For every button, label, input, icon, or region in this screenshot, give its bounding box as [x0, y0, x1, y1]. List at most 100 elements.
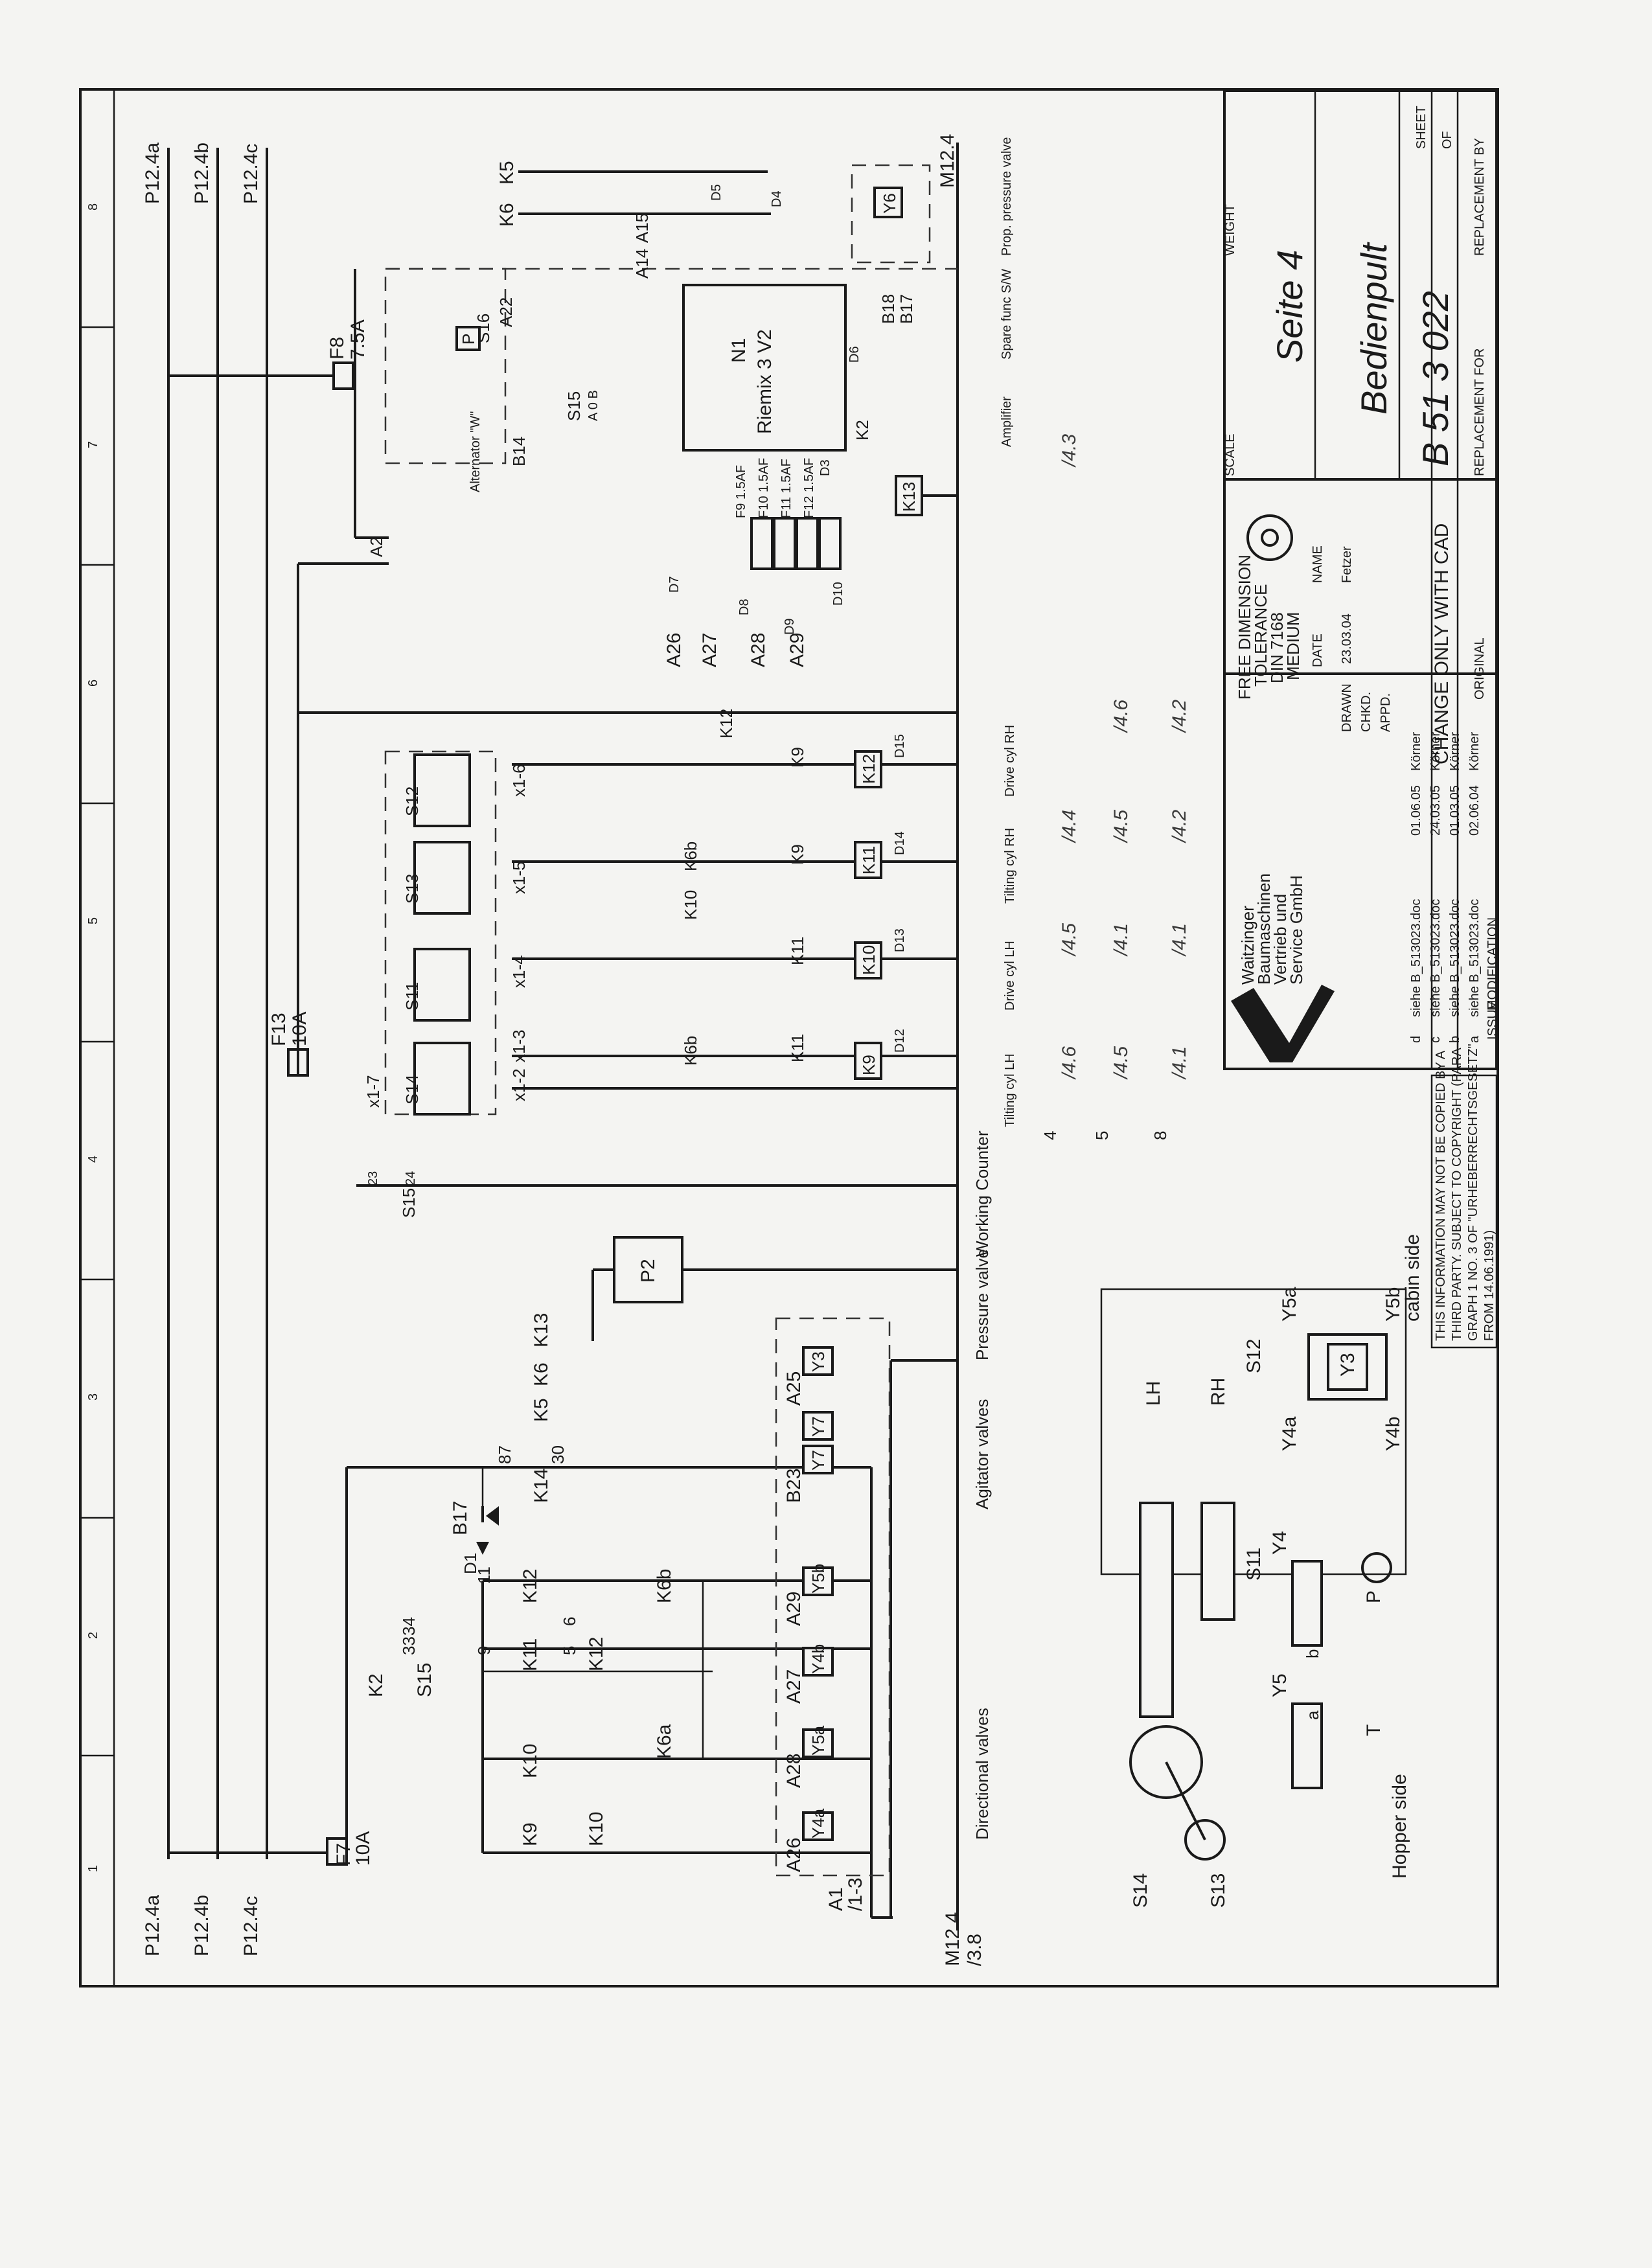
- out-d9: D9: [783, 618, 797, 635]
- wire-a1-ref: /1-3: [845, 1877, 866, 1911]
- table-ref-3-3: /4.2: [1169, 810, 1190, 843]
- contact-k6b: K6b: [654, 1569, 675, 1603]
- caption-prop: Prop. pressure valve: [1000, 137, 1014, 256]
- contact-k12b: K12: [520, 1569, 541, 1603]
- fuse-f7: F7: [333, 1843, 354, 1866]
- rev-b-date: 01.03.05: [1448, 785, 1462, 836]
- io-b14: B14: [509, 437, 529, 466]
- contact-k6b-b: K6b: [681, 1036, 700, 1066]
- table-header-1: Tilting cyl LH: [1003, 1053, 1017, 1127]
- rev-b-mod: siehe B_513023.doc: [1448, 899, 1462, 1017]
- module-name: Riemix 3 V2: [754, 329, 775, 434]
- table-row-2-a: 5: [1092, 1131, 1112, 1140]
- tb-replacement-for: REPLACEMENT FOR: [1473, 349, 1487, 476]
- pin-24: 24: [404, 1171, 418, 1186]
- counter-p2-label: P2: [637, 1259, 659, 1283]
- copyright-4: FROM 14.06.1991): [1482, 1230, 1497, 1341]
- io-d6: D6: [847, 346, 862, 363]
- contact-k6: K6: [531, 1362, 552, 1386]
- hyd-y3: Y3: [1337, 1353, 1359, 1377]
- return-rail-label-top: M12.4: [937, 134, 958, 188]
- valve-y5b: Y5b: [809, 1564, 828, 1594]
- group-directional: Directional valves: [972, 1708, 992, 1840]
- contact-k10-c: K10: [681, 890, 700, 920]
- hyd-p: P: [1363, 1590, 1384, 1603]
- table-header-3: Tilting cyl RH: [1003, 828, 1017, 904]
- pin-5: 5: [560, 1646, 579, 1655]
- contact-k12: K12: [586, 1637, 607, 1671]
- contact-k11-b: K11: [788, 1034, 807, 1062]
- cylinder-lh: LH: [1143, 1381, 1164, 1406]
- col-8: 8: [86, 203, 100, 211]
- power-rails: P12.4a P12.4b P12.4c P12.4a P12.4b P12.4…: [142, 134, 985, 1966]
- module-n1: [682, 284, 847, 452]
- projection-symbol-icon: [1246, 514, 1293, 561]
- io-s15: S15: [564, 391, 584, 421]
- hyd-y4b: Y4b: [1382, 1417, 1404, 1451]
- contact-k2: K2: [365, 1673, 387, 1697]
- wire-x1-5: x1-5: [509, 861, 529, 894]
- tb-of: OF: [1440, 131, 1454, 149]
- io-y6: Y6: [880, 193, 899, 214]
- tb-company-3: Vertrieb und: [1270, 894, 1290, 985]
- rev-d-name: Körner: [1409, 732, 1423, 771]
- rail-label-c-top: P12.4c: [240, 144, 262, 204]
- diode-d14: D14: [893, 831, 907, 855]
- contact-k12-c: K12: [717, 709, 736, 739]
- tb-tolerance-3: DIN 7168: [1267, 612, 1287, 683]
- tb-appd: APPD.: [1379, 693, 1393, 732]
- col-6: 6: [86, 680, 100, 687]
- tb-drawn-name: Fetzer: [1340, 546, 1354, 583]
- valve-y5a: Y5a: [809, 1725, 828, 1756]
- hyd-s12: S12: [1243, 1339, 1265, 1373]
- copyright-1: THIS INFORMATION MAY NOT BE COPIED BY A: [1434, 1050, 1448, 1341]
- col-5: 5: [86, 917, 100, 924]
- out-d8: D8: [737, 599, 751, 615]
- tb-drawing-no: B 51 3 022: [1415, 291, 1456, 466]
- caption-spare: Spare func S/W: [1000, 269, 1014, 360]
- io-p: P: [459, 334, 478, 345]
- rev-c-name: Körner: [1428, 732, 1443, 771]
- contact-table: Tilting cyl LH Drive cyl LH Tilting cyl …: [1003, 434, 1190, 1140]
- tb-issue-hdr: ISSUE: [1486, 1001, 1500, 1040]
- out-a27: A27: [699, 633, 720, 667]
- relay-k12: K12: [859, 754, 878, 784]
- io-d4: D4: [770, 190, 784, 207]
- wire-x1-2: x1-2: [509, 1068, 529, 1101]
- table-ref-3-2: /4.1: [1169, 923, 1190, 957]
- group-pressure: Pressure valve: [972, 1249, 992, 1360]
- fuse-f13-rating: 10A: [289, 1012, 310, 1046]
- table-ref-2-1: /4.5: [1110, 1046, 1132, 1080]
- hyd-y5b: Y5b: [1382, 1287, 1404, 1322]
- io-a22: A22: [496, 297, 516, 327]
- tb-date-hdr: DATE: [1311, 634, 1325, 667]
- io-a15: A15: [632, 213, 652, 243]
- fuse-f8: F8: [327, 337, 348, 360]
- tb-company-2: Baumaschinen: [1254, 873, 1274, 985]
- out-d10: D10: [831, 582, 845, 606]
- module-fuses: F9 1.5AF F10 1.5AF F11 1.5AF F12 1.5AF: [734, 458, 842, 570]
- contact-k5: K5: [531, 1398, 552, 1422]
- io-d3: D3: [818, 459, 832, 476]
- table-ref-2-4: /4.6: [1110, 700, 1132, 733]
- pin-30: 30: [548, 1445, 568, 1464]
- hyd-y5a: Y5a: [1279, 1287, 1300, 1322]
- copyright-2: THIRD PARTY. SUBJECT TO COPYRIGHT (PARA-: [1450, 1044, 1464, 1341]
- table-ref-1-2: /4.5: [1059, 923, 1080, 957]
- diode-d1: D1: [461, 1553, 480, 1574]
- hyd-cabin-side: cabin side: [1402, 1234, 1423, 1322]
- io-k2: K2: [853, 420, 872, 441]
- col-3: 3: [86, 1393, 100, 1401]
- rail-label-b: P12.4b: [191, 1895, 212, 1956]
- rail-label-a: P12.4a: [142, 1895, 163, 1956]
- contact-k9: K9: [520, 1822, 541, 1846]
- relay-k10: K10: [859, 945, 878, 975]
- sensor-circuit: S14 S11 S13 S12 x1-2 x1-3 x1-4 x1-5 x1-6…: [297, 709, 958, 1218]
- pin-87: 87: [495, 1445, 514, 1464]
- tb-replacement-by: REPLACEMENT BY: [1473, 138, 1487, 256]
- rev-a-mod: siehe B_513023.doc: [1467, 899, 1482, 1017]
- rev-d-mod: siehe B_513023.doc: [1409, 899, 1423, 1017]
- out-a28: A28: [748, 633, 769, 667]
- hyd-y4a: Y4a: [1279, 1416, 1300, 1451]
- rev-c-issue: c: [1428, 1037, 1443, 1043]
